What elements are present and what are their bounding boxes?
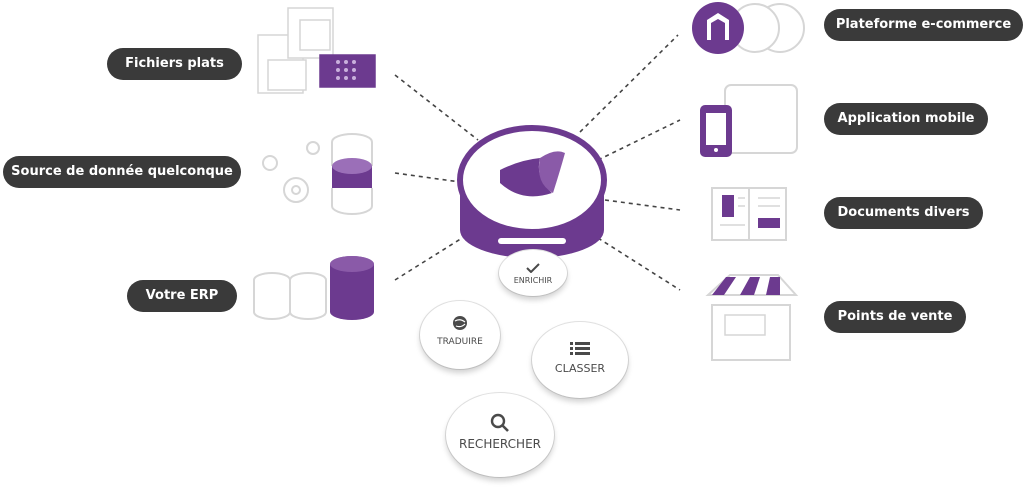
book-icon <box>711 187 787 241</box>
connector-flat-files <box>394 74 479 141</box>
magnifier-icon <box>490 413 509 432</box>
connector-mobile <box>597 119 681 161</box>
source-any-data: Source de donnée quelconque <box>3 156 241 188</box>
target-ecommerce: Plateforme e-commerce <box>824 9 1023 41</box>
action-classify: CLASSER <box>532 322 628 398</box>
ecommerce-logos <box>692 2 805 54</box>
magento-logo <box>692 2 744 54</box>
connector-erp <box>394 232 471 281</box>
connector-ecommerce <box>579 34 679 133</box>
action-classify-label: CLASSER <box>554 362 606 375</box>
erp-databases-icon <box>253 256 374 320</box>
connector-lines <box>394 34 681 291</box>
database-icon <box>331 133 373 215</box>
source-flat-files: Fichiers plats <box>107 48 242 80</box>
connector-documents <box>604 199 681 211</box>
tablet-phone-icon <box>700 84 798 157</box>
action-enrich-label: ENRICHIR <box>513 276 553 285</box>
flat-files-icon <box>257 7 376 94</box>
action-search-label: RECHERCHER <box>459 437 541 451</box>
akeneo-logo <box>500 158 552 197</box>
connector-data-source <box>394 172 461 183</box>
target-documents: Documents divers <box>824 197 983 229</box>
list-icon <box>570 342 590 355</box>
source-erp: Votre ERP <box>127 280 237 312</box>
target-mobile-app: Application mobile <box>824 103 988 135</box>
connector-pos <box>597 237 681 291</box>
gears-icon <box>262 141 320 203</box>
target-points-of-sale: Points de vente <box>824 301 966 333</box>
checkmark-icon <box>526 263 540 273</box>
action-enrich: ENRICHIR <box>499 250 567 296</box>
central-hub <box>457 125 607 258</box>
store-icon <box>705 274 799 361</box>
action-translate: TRADUIRE <box>420 301 500 369</box>
action-search: RECHERCHER <box>446 393 554 477</box>
globe-icon <box>453 316 467 330</box>
action-translate-label: TRADUIRE <box>437 337 483 347</box>
